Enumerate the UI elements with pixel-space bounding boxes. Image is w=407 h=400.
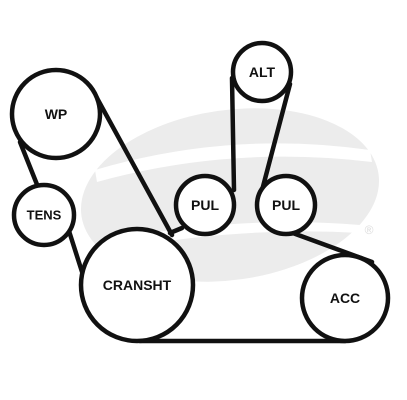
pulley-tens-label: TENS [27, 208, 62, 223]
pulley-wp-label: WP [45, 106, 68, 122]
pulley-cransht-circle [78, 226, 196, 344]
belt [17, 75, 375, 344]
pulley-pul-left: PUL [173, 173, 237, 237]
pulley-pul-left-label: PUL [191, 197, 219, 213]
belt-segment-wp-tens [17, 139, 41, 190]
belt-segment-alt-pul-right [257, 81, 293, 201]
pulley-acc-label: ACC [330, 290, 360, 306]
pulley-pul-right-circle [254, 173, 318, 237]
belt-segment-pul-left-alt [229, 75, 237, 193]
pulley-pul-right-label: PUL [272, 197, 300, 213]
pulley-acc-circle [299, 252, 391, 344]
belt-segment-cransht-pul-left [167, 225, 185, 236]
belt-segment-wp-cransht [89, 86, 175, 238]
watermark-swoosh [95, 143, 372, 182]
pulley-cransht: CRANSHT [78, 226, 196, 344]
pulley-alt-circle [230, 40, 294, 104]
pulley-pul-left-circle [173, 173, 237, 237]
pulley-alt: ALT [230, 40, 294, 104]
pulley-pul-right: PUL [254, 173, 318, 237]
pulley-alt-label: ALT [249, 64, 276, 80]
pulley-cransht-label: CRANSHT [103, 277, 172, 293]
pulley-wp-circle [9, 67, 103, 161]
watermark-registered-mark: ® [365, 223, 374, 237]
belt-segment-tens-cransht [66, 228, 86, 278]
pulley-tens-circle [11, 182, 77, 248]
pulley-acc: ACC [299, 252, 391, 344]
pulley-wp: WP [9, 67, 103, 161]
pulley-tens: TENS [11, 182, 77, 248]
